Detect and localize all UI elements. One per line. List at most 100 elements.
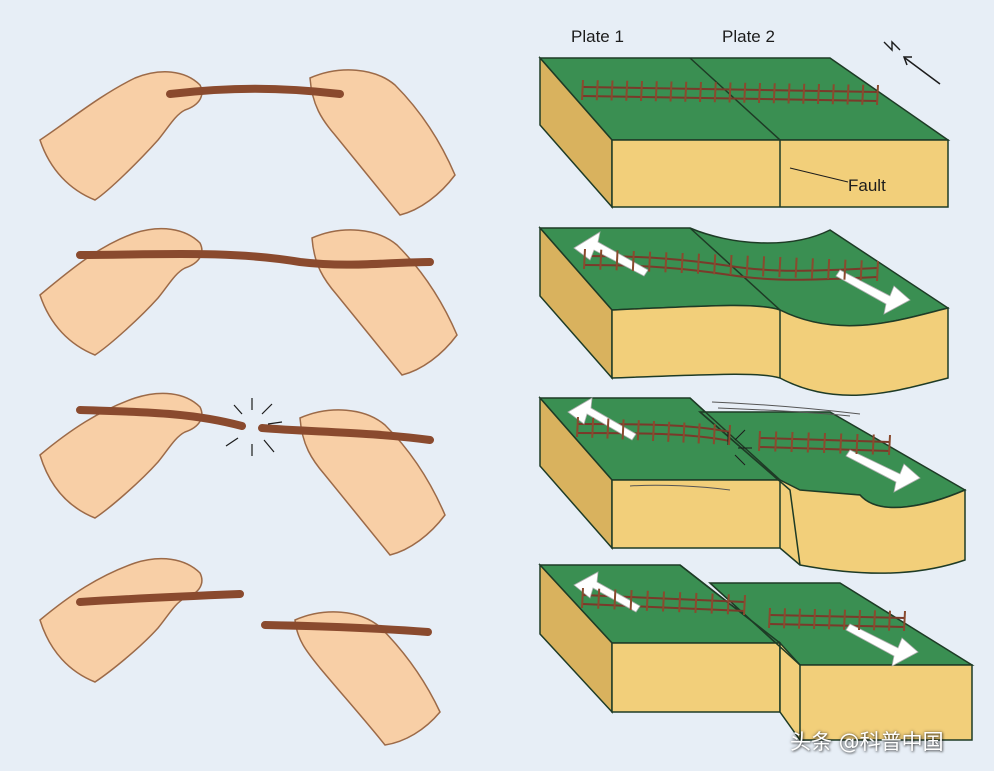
plate-1-label: Plate 1: [571, 27, 624, 46]
fence-post: [662, 591, 665, 612]
fence-4-right: [769, 614, 906, 619]
fence-post: [595, 80, 599, 101]
fault-line-1: [689, 57, 781, 207]
fence-post: [667, 421, 671, 442]
fault-block-2: [538, 226, 950, 396]
plate-2-label: Plate 2: [722, 27, 775, 46]
fence-posts: [576, 79, 906, 632]
left-hand-2: [39, 227, 203, 356]
fence-post: [802, 83, 806, 104]
fence-post: [843, 259, 847, 280]
fence-post: [888, 610, 891, 631]
stick-2: [76, 249, 434, 269]
fence-post: [645, 590, 649, 611]
fault-block-3: [538, 396, 967, 574]
north-arrow-icon: [883, 40, 941, 85]
motion-arrow-icon: [567, 397, 921, 493]
fence-post: [599, 249, 603, 270]
shock-wave-icon: [629, 401, 861, 491]
fence-post: [817, 83, 820, 105]
stick-panel-3: [39, 392, 446, 556]
fence-post: [772, 83, 776, 104]
fence-post: [827, 258, 831, 280]
fence-post: [615, 250, 619, 271]
left-hand-1: [39, 71, 203, 201]
fence-post: [790, 431, 794, 453]
block-4-front-left: [611, 642, 781, 713]
stick-panel-1: [39, 69, 456, 216]
fence-post: [873, 610, 876, 631]
fence-post: [778, 256, 782, 278]
fence-4-right-b: [769, 623, 906, 628]
fence-post: [713, 82, 717, 103]
fence-post: [855, 433, 859, 455]
fence-post: [774, 431, 778, 452]
fence-post: [745, 255, 749, 276]
fence-post: [680, 252, 684, 274]
fence-post: [888, 434, 891, 456]
fence-post: [858, 609, 861, 631]
fence-post: [576, 416, 579, 438]
fence-post: [696, 253, 700, 274]
fence-post: [787, 83, 791, 104]
fence-post: [758, 82, 761, 104]
fence-3-left: [577, 423, 731, 433]
fence-post: [652, 420, 655, 442]
stick-1: [166, 84, 344, 98]
fence-post: [697, 423, 701, 444]
fence-post: [728, 424, 731, 446]
fence-post: [664, 252, 668, 273]
fence-3-left-b: [577, 432, 731, 442]
fence-post: [828, 609, 831, 630]
right-hand-3: [299, 409, 446, 556]
stick-3-right: [258, 424, 434, 444]
stick-4-left: [76, 590, 244, 606]
fence-post: [839, 433, 843, 454]
fence-post: [631, 250, 635, 272]
stick-3-left: [76, 406, 246, 430]
fence-post: [654, 81, 658, 102]
fence-post: [694, 592, 698, 613]
fence-post: [710, 593, 714, 614]
snap-burst-icon: [225, 398, 283, 456]
fence-post: [583, 248, 586, 270]
fence-post: [581, 79, 584, 101]
fence-post: [728, 82, 732, 103]
fence-post: [682, 422, 686, 443]
motion-arrow-icon: [573, 571, 919, 667]
fence-post: [846, 84, 850, 105]
fence-post: [743, 594, 746, 616]
fault-pointer: [789, 167, 849, 183]
fence-post: [726, 594, 730, 615]
fence-post: [684, 81, 688, 102]
fence-post: [597, 588, 601, 609]
fence-post: [762, 256, 766, 277]
fence-post: [610, 80, 614, 101]
fence-post: [591, 417, 595, 438]
fence-post: [798, 608, 801, 629]
fence-post: [678, 592, 682, 613]
fence-post: [606, 418, 610, 439]
fence-post: [813, 608, 816, 630]
fence-post: [876, 260, 879, 282]
fence-post: [783, 608, 786, 629]
fault-block-4: [538, 563, 975, 741]
rupture-burst-icon: [727, 429, 752, 466]
fence-post: [613, 589, 617, 610]
stick-4-right: [261, 621, 432, 636]
fence-post: [629, 590, 633, 611]
fault-line-2: [689, 227, 781, 378]
fence-post: [699, 81, 702, 103]
fence-post: [794, 257, 798, 278]
fence-post: [871, 434, 875, 455]
fence-post: [669, 81, 673, 102]
fence-post: [903, 610, 906, 632]
fence-post: [806, 432, 810, 453]
right-hand-4: [294, 611, 441, 746]
fence-post: [859, 260, 863, 281]
fence-post: [712, 424, 716, 445]
fence-post: [758, 430, 761, 452]
fence-post: [743, 82, 747, 103]
fence-post: [768, 607, 771, 629]
